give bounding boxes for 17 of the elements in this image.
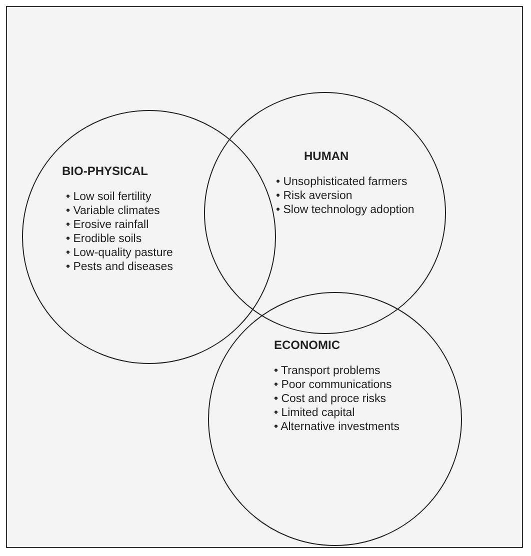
bullet-item: • Pests and diseases — [66, 260, 173, 274]
bullet-item: • Cost and proce risks — [274, 392, 388, 406]
bullet-item: • Poor communications — [274, 378, 393, 392]
bullet-item: • Slow technology adoption — [276, 203, 414, 217]
bullet-item: • Risk aversion — [276, 189, 354, 203]
circle-heading: ECONOMIC — [274, 338, 340, 352]
circle-heading: BIO-PHYSICAL — [62, 164, 148, 178]
bullet-item: • Erodible soils — [66, 232, 143, 246]
circle-heading: HUMAN — [304, 149, 349, 163]
bullet-item: • Transport problems — [274, 364, 382, 378]
bullet-item: • Variable climates — [66, 204, 161, 218]
bullet-item: • Unsophisticated farmers — [276, 175, 408, 189]
bullet-item: • Erosive rainfall — [66, 218, 150, 232]
bullet-item: • Alternative investments — [274, 420, 400, 434]
bullet-item: • Low-quality pasture — [66, 246, 173, 260]
bullet-item: • Limited capital — [274, 406, 356, 420]
bullet-item: • Low soil fertility — [66, 190, 152, 204]
